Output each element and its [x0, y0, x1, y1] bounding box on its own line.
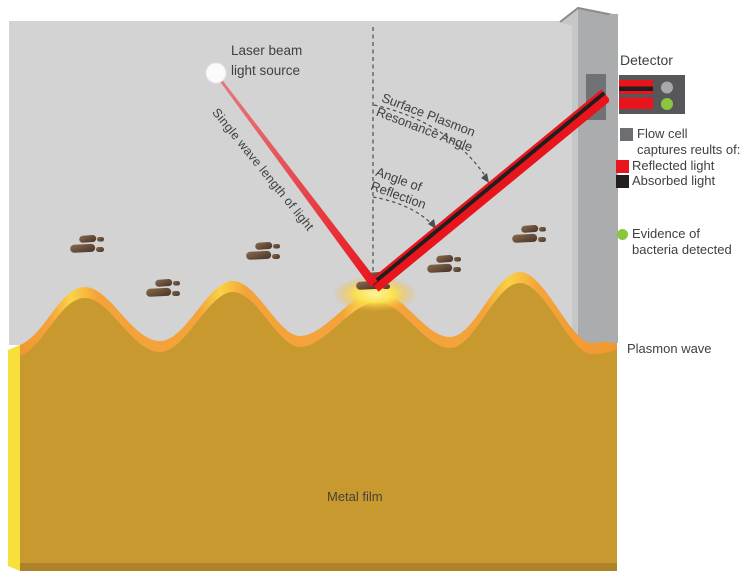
metal-film-body [20, 283, 617, 571]
detector-absorbed-band [619, 86, 653, 91]
legend-flow-cell-line: captures reults of: [637, 142, 741, 157]
spr-angle-arc [373, 104, 489, 181]
flow-cell-swatch [620, 128, 633, 141]
detector-label: Detector [620, 52, 673, 68]
absorbed-light-stripe [371, 91, 606, 286]
reflected-beam [369, 89, 611, 292]
detector-indicator-gray-icon [661, 81, 673, 94]
reflected-light-swatch [616, 160, 629, 173]
detector-reflected-band [619, 91, 653, 94]
plasmon-wave-label: Plasmon wave [627, 341, 712, 356]
spr-angle-arrowhead-icon [481, 173, 489, 183]
reflection-angle-arc [372, 196, 436, 228]
wall-top-edge [559, 6, 619, 23]
flow-cell-wall-inner-face [560, 8, 578, 345]
metal-film-label: Metal film [327, 489, 383, 504]
legend-reflected-label: Reflected light [632, 158, 715, 173]
wall-front-sliver [609, 14, 618, 343]
resonance-glow [333, 276, 417, 312]
flow-cell-interior [9, 21, 578, 345]
reflection-angle-arrowhead-icon [428, 219, 436, 229]
legend-evidence-label: Evidence of bacteria detected [632, 226, 732, 258]
detector-indicator-green-icon [661, 98, 673, 110]
absorbed-light-swatch [616, 175, 629, 188]
evidence-dot-icon [617, 229, 628, 240]
detector-reflected-band [619, 97, 653, 109]
laser-source-icon [205, 62, 227, 84]
laser-source-label-line: Laser beam [231, 43, 303, 58]
legend-flow-cell-label: Flow cell captures reults of: [637, 126, 740, 158]
legend-flow-cell-line: Flow cell [637, 126, 688, 141]
incident-beam [215, 73, 378, 287]
legend-evidence-line: bacteria detected [632, 242, 732, 257]
detector-reflected-band [619, 80, 653, 87]
laser-source-label-line: light source [231, 63, 301, 78]
legend-evidence-line: Evidence of [632, 226, 700, 241]
legend-absorbed-label: Absorbed light [632, 173, 716, 188]
metal-film-side-face [8, 345, 20, 571]
metal-film-bottom-edge [20, 563, 617, 571]
laser-source-label: Laser beam light source [231, 41, 302, 81]
